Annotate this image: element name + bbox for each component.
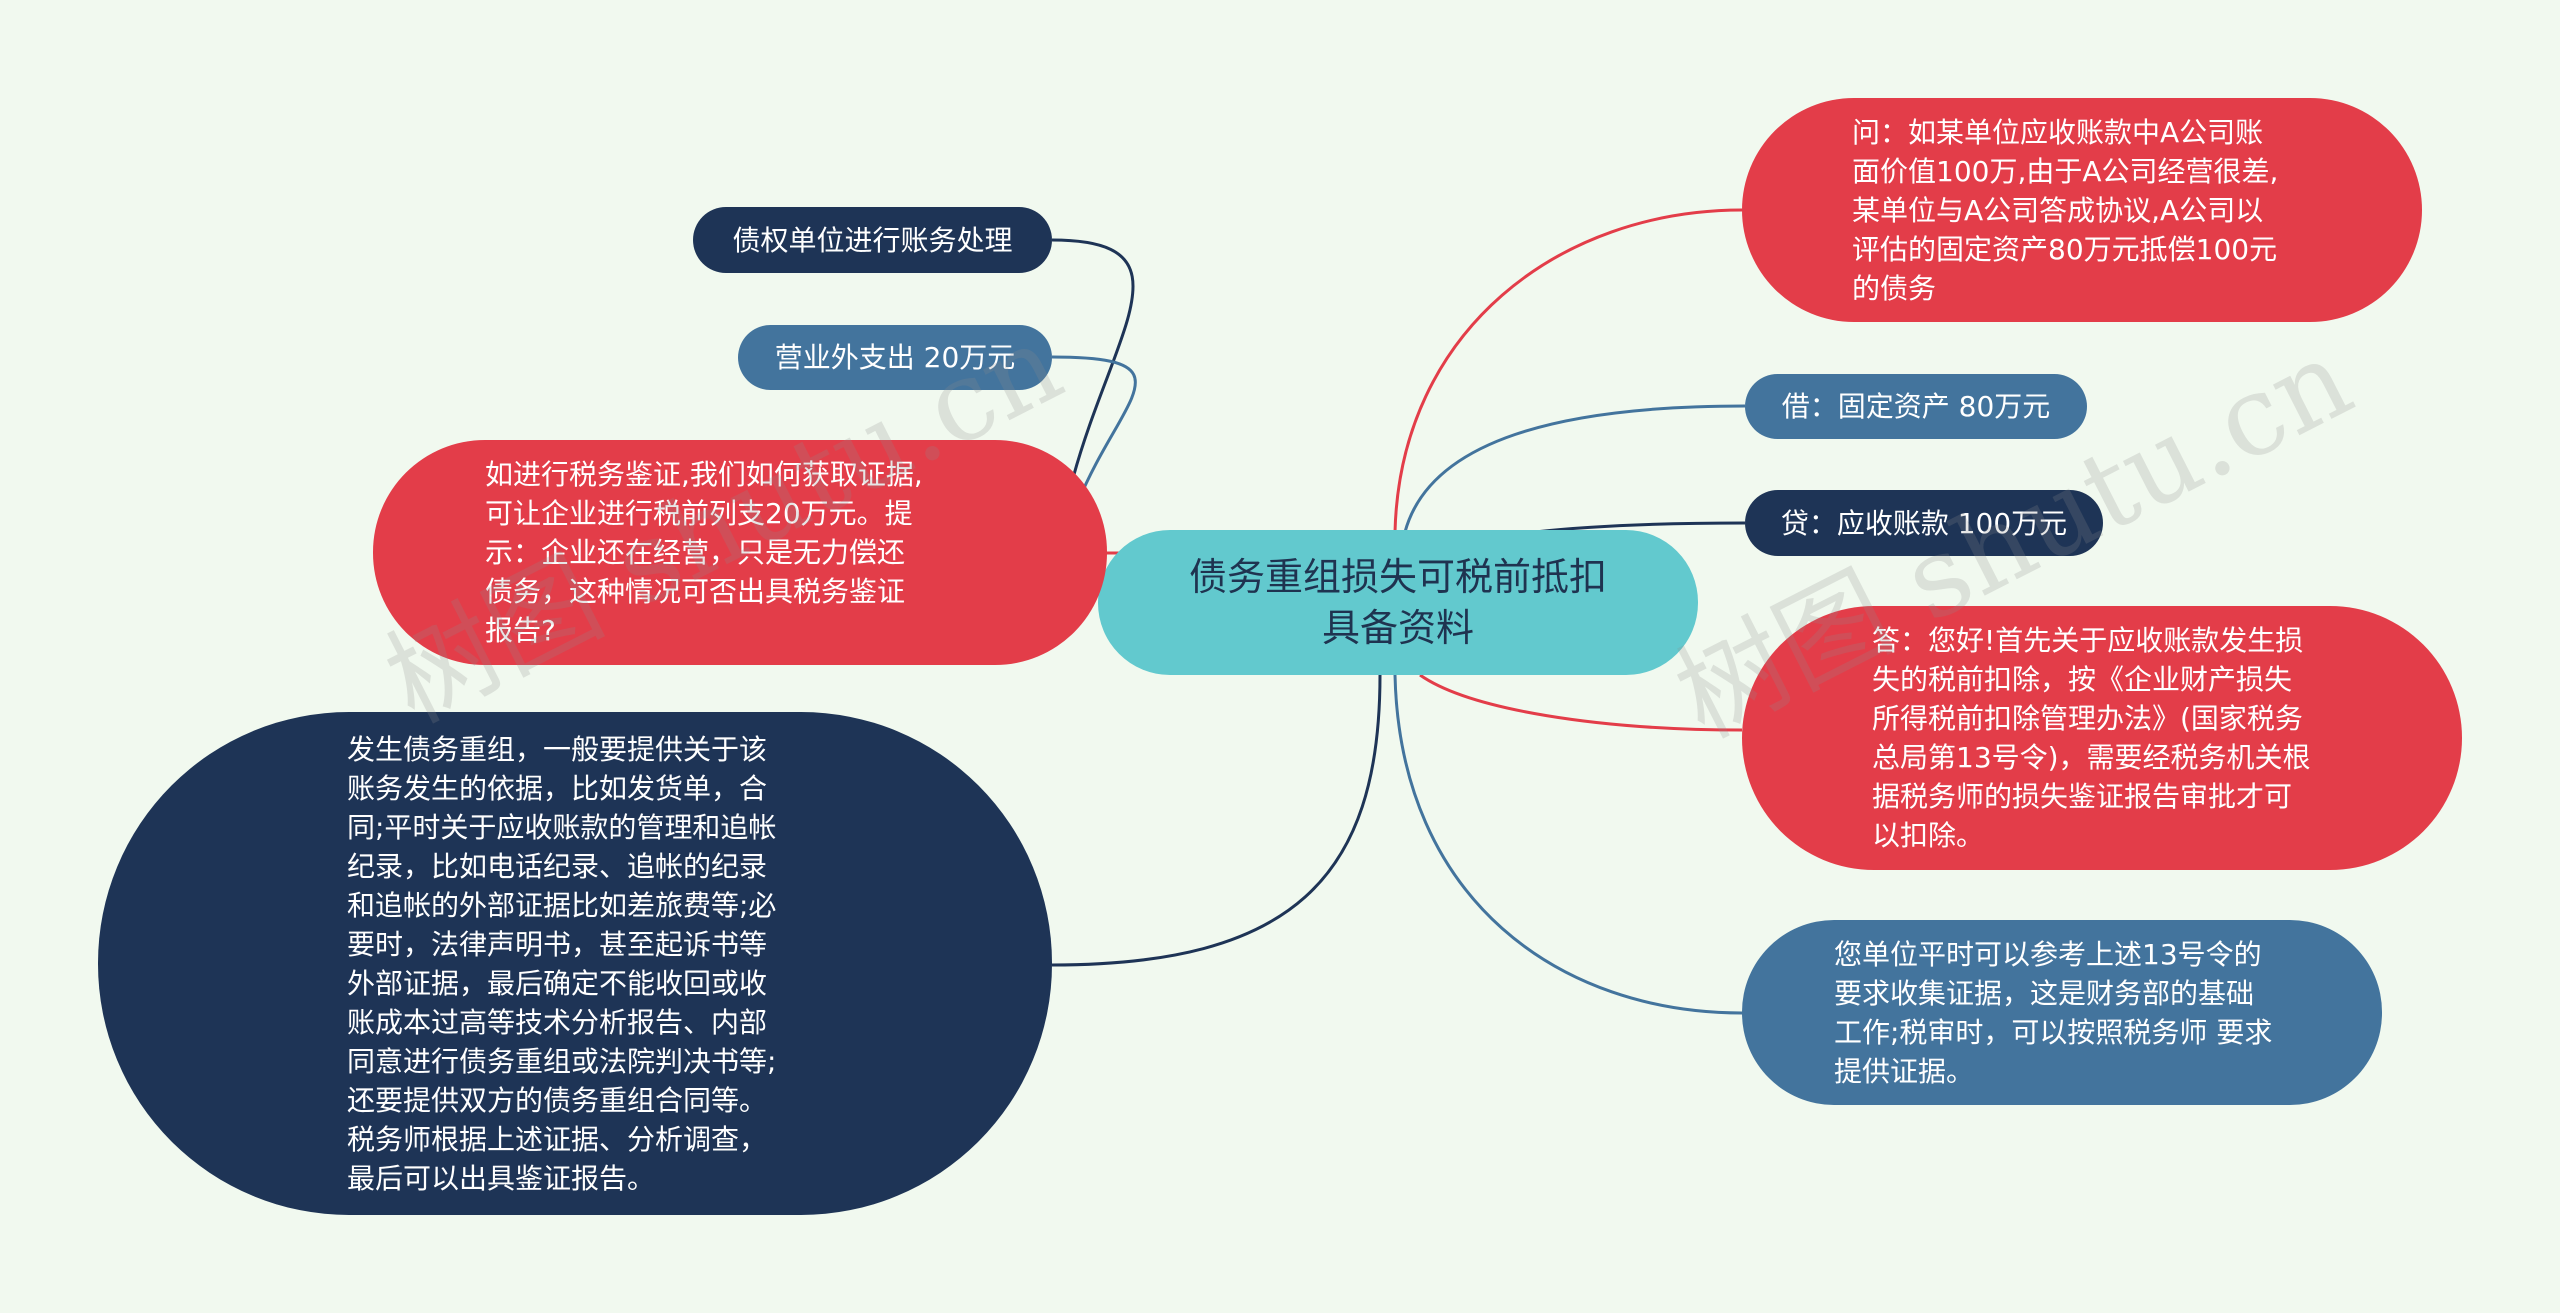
right-node-answer[interactable]: 答：您好!首先关于应收账款发生损 失的税前扣除，按《企业财产损失 所得税前扣除管… bbox=[1742, 606, 2462, 870]
right-node-collect-evidence[interactable]: 您单位平时可以参考上述13号令的 要求收集证据，这是财务部的基础 工作;税审时，… bbox=[1742, 920, 2382, 1105]
connector-r5 bbox=[1393, 674, 1743, 1015]
right-node-credit-receivable[interactable]: 贷：应收账款 100万元 bbox=[1745, 490, 2103, 556]
connector-r4 bbox=[1419, 673, 1743, 732]
right-node-debit-fixed-asset[interactable]: 借：固定资产 80万元 bbox=[1745, 374, 2087, 439]
connector-r2 bbox=[1403, 404, 1746, 533]
right-node-question[interactable]: 问：如某单位应收账款中A公司账 面价值100万,由于A公司经营很差, 某单位与A… bbox=[1742, 98, 2422, 322]
connector-r3 bbox=[1534, 521, 1746, 534]
left-node-tax-attestation-question[interactable]: 如进行税务鉴证,我们如何获取证据, 可让企业进行税前列支20万元。提 示：企业还… bbox=[373, 440, 1107, 665]
connector-r1 bbox=[1393, 208, 1743, 533]
left-node-restructuring-evidence[interactable]: 发生债务重组，一般要提供关于该 账务发生的依据，比如发货单，合 同;平时关于应收… bbox=[98, 712, 1052, 1215]
left-node-account-handling[interactable]: 债权单位进行账务处理 bbox=[693, 207, 1052, 273]
left-node-nonoperating-expense[interactable]: 营业外支出 20万元 bbox=[738, 325, 1052, 390]
central-topic[interactable]: 债务重组损失可税前抵扣 具备资料 bbox=[1098, 530, 1698, 675]
connector-l4 bbox=[1051, 674, 1382, 967]
